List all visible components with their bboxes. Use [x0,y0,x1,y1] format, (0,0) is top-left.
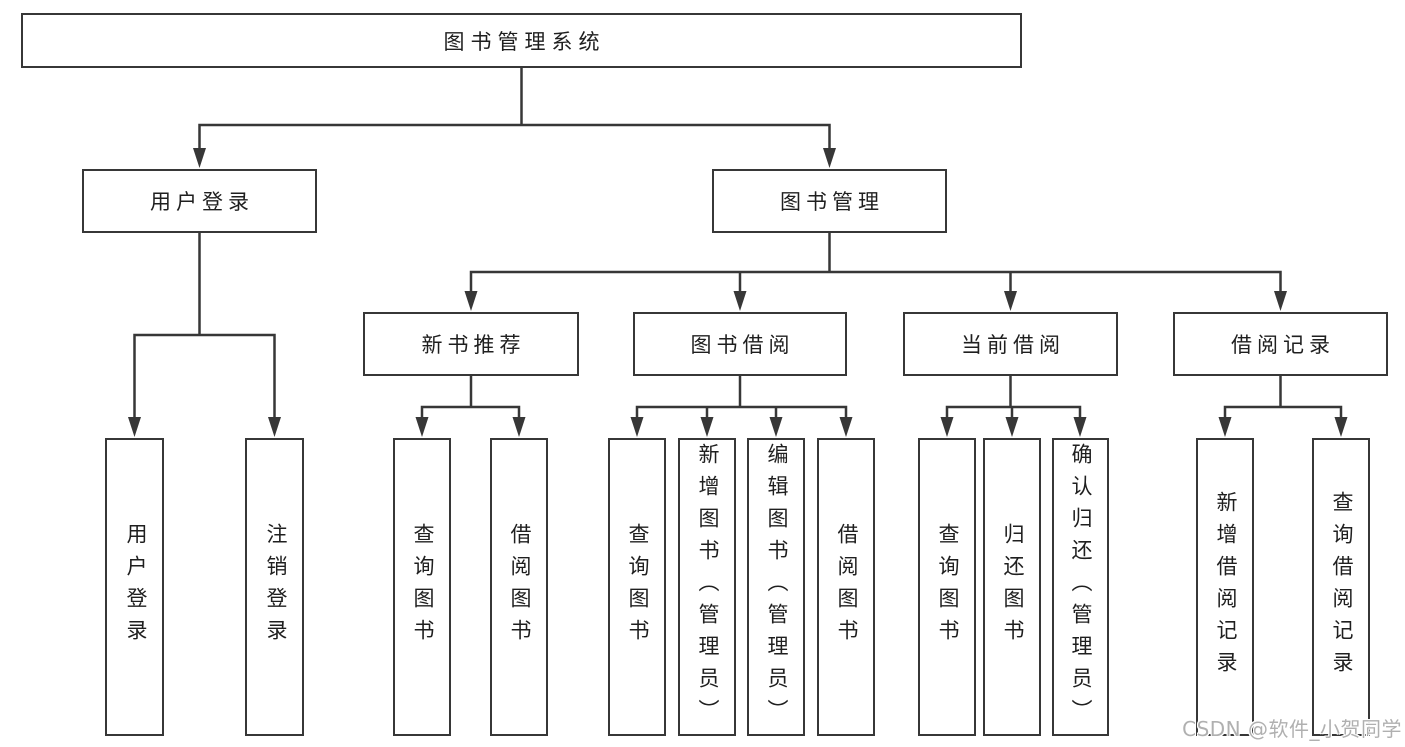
leaf-logout: 注销登录 [245,438,304,736]
node-new-book-recommend: 新书推荐 [363,312,579,376]
leaf-add-borrow-record: 新增借阅记录 [1196,438,1254,736]
node-borrowing-records: 借阅记录 [1173,312,1388,376]
node-root: 图书管理系统 [21,13,1022,68]
node-book-management: 图书管理 [712,169,947,233]
leaf-edit-book-admin: 编辑图书（管理员） [747,438,805,736]
leaf-query-books-current: 查询图书 [918,438,976,736]
leaf-borrow-books-borrowing: 借阅图书 [817,438,875,736]
leaf-add-book-admin: 新增图书（管理员） [678,438,736,736]
leaf-query-borrow-record: 查询借阅记录 [1312,438,1370,736]
node-current-borrowing: 当前借阅 [903,312,1118,376]
node-user-login: 用户登录 [82,169,317,233]
node-book-borrowing: 图书借阅 [633,312,847,376]
csdn-watermark: CSDN @软件_小贺同学 [1182,717,1402,741]
leaf-query-books-recommend: 查询图书 [393,438,451,736]
leaf-return-books: 归还图书 [983,438,1041,736]
leaf-user-login: 用户登录 [105,438,164,736]
leaf-borrow-books-recommend: 借阅图书 [490,438,548,736]
arrowheads [128,148,1348,437]
leaf-confirm-return-admin: 确认归还（管理员） [1052,438,1109,736]
leaf-query-books-borrowing: 查询图书 [608,438,666,736]
